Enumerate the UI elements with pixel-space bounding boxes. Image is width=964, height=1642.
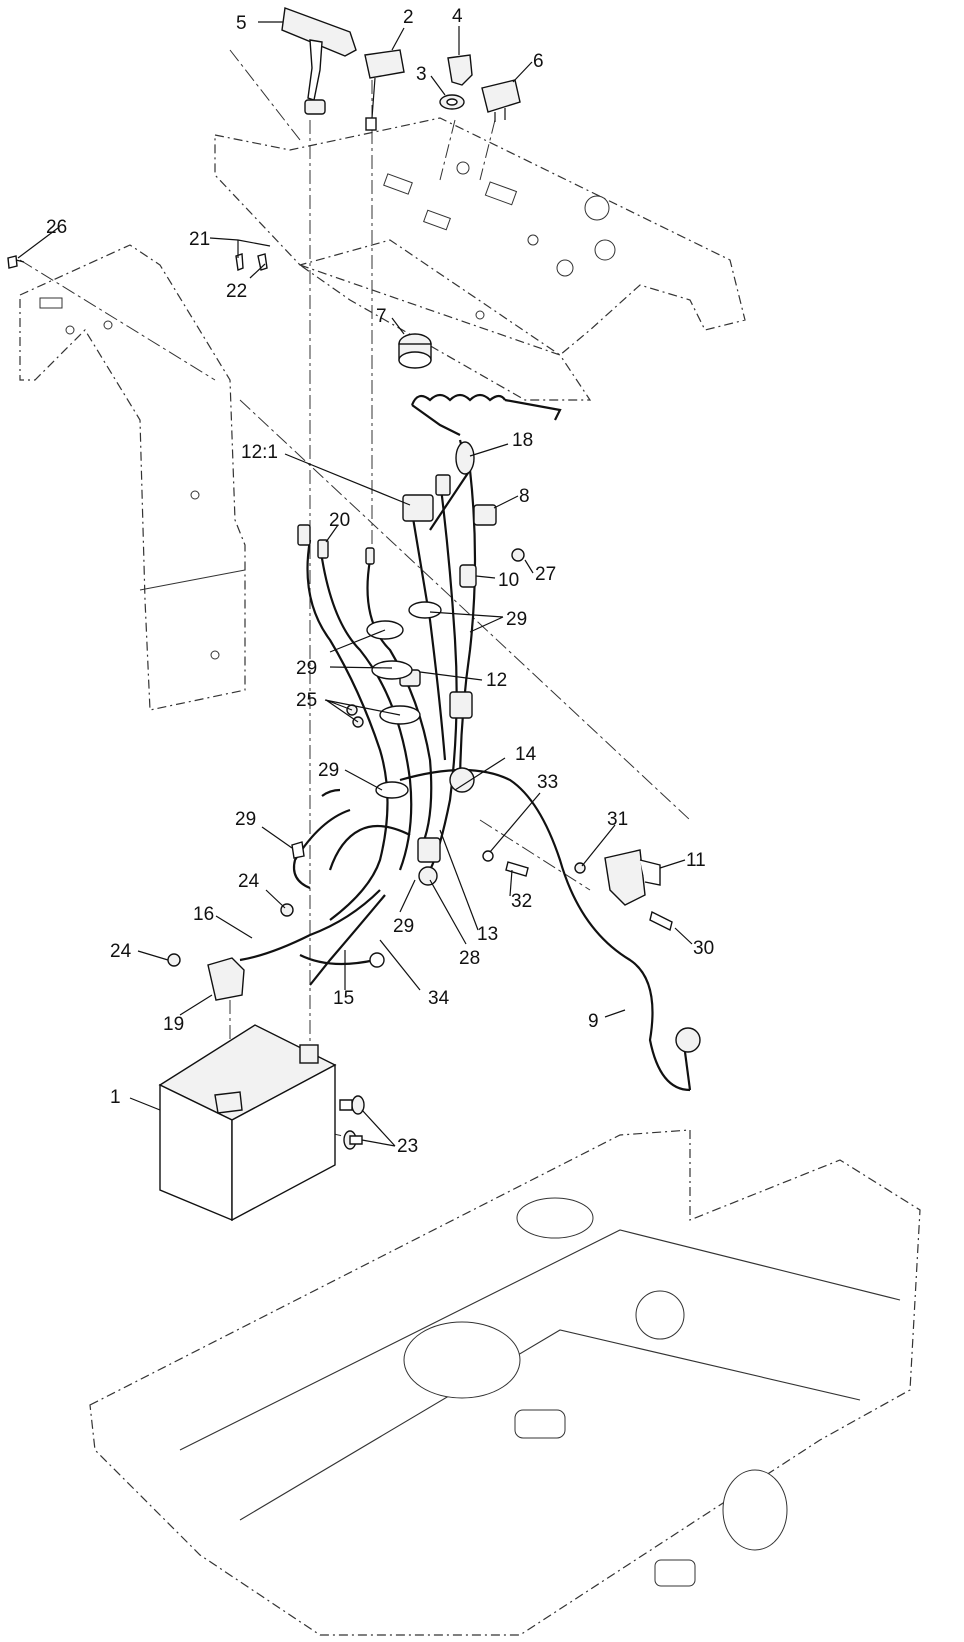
callout-30: 30 (693, 938, 714, 959)
callout-23: 23 (397, 1136, 418, 1157)
callout-29-d: 29 (235, 809, 256, 830)
callout-6: 6 (533, 51, 544, 72)
callout-18: 18 (512, 430, 533, 451)
callout-12-1: 12:1 (241, 442, 278, 463)
callout-29-e: 29 (393, 916, 414, 937)
callout-3: 3 (416, 64, 427, 85)
nut-3 (439, 94, 465, 110)
control-panel (214, 117, 746, 401)
callout-29-c: 29 (318, 760, 339, 781)
screw-26 (7, 255, 25, 269)
callout-2: 2 (403, 7, 414, 28)
callout-5: 5 (236, 13, 247, 34)
callout-10: 10 (498, 570, 519, 591)
callout-26: 26 (46, 217, 67, 238)
callout-4: 4 (452, 6, 463, 27)
callout-13: 13 (477, 924, 498, 945)
callout-28: 28 (459, 948, 480, 969)
callout-32: 32 (511, 891, 532, 912)
bolts-23 (339, 1095, 365, 1150)
callout-8: 8 (519, 486, 530, 507)
terminal-boot-19 (167, 903, 294, 1001)
callout-19: 19 (163, 1014, 184, 1035)
switch-6 (481, 79, 521, 122)
chassis-frame (89, 1129, 921, 1636)
callout-31: 31 (607, 809, 628, 830)
callout-22: 22 (226, 281, 247, 302)
cable-ties-29 (291, 601, 442, 859)
callout-24-b: 24 (110, 941, 132, 962)
seat-switch-11 (574, 849, 673, 932)
battery-1 (158, 1024, 337, 1222)
callout-33: 33 (537, 772, 558, 793)
callout-27: 27 (535, 564, 556, 585)
pto-switch-7 (398, 333, 432, 369)
callout-29-a: 29 (296, 658, 317, 679)
callout-11: 11 (686, 850, 706, 871)
coil-cord (410, 393, 562, 436)
harness-connectors (297, 441, 497, 968)
callout-24-a: 24 (238, 871, 260, 892)
connector-9 (675, 1027, 701, 1091)
callout-16: 16 (193, 904, 214, 925)
callout-labels: 5 2 4 3 6 26 21 22 7 18 12:1 8 20 27 10 … (46, 6, 714, 1157)
callout-21: 21 (189, 229, 210, 250)
callout-7: 7 (376, 306, 387, 327)
callout-1: 1 (110, 1087, 121, 1108)
callout-20: 20 (329, 510, 350, 531)
callout-15: 15 (333, 988, 354, 1009)
callout-14: 14 (515, 744, 537, 765)
switch-2 (364, 49, 405, 131)
callout-34: 34 (428, 988, 450, 1009)
ignition-key-4 (447, 54, 473, 86)
callout-9: 9 (588, 1011, 599, 1032)
callout-leaders (17, 21, 693, 1147)
callout-29-b: 29 (506, 609, 527, 630)
left-side-panel (19, 244, 246, 711)
assembly-centerlines (19, 49, 691, 1141)
display-module-5 (281, 7, 357, 115)
callout-12: 12 (486, 670, 507, 691)
terminals-32-33 (482, 850, 529, 877)
terminals-21-22 (235, 253, 268, 271)
callout-25: 25 (296, 690, 317, 711)
